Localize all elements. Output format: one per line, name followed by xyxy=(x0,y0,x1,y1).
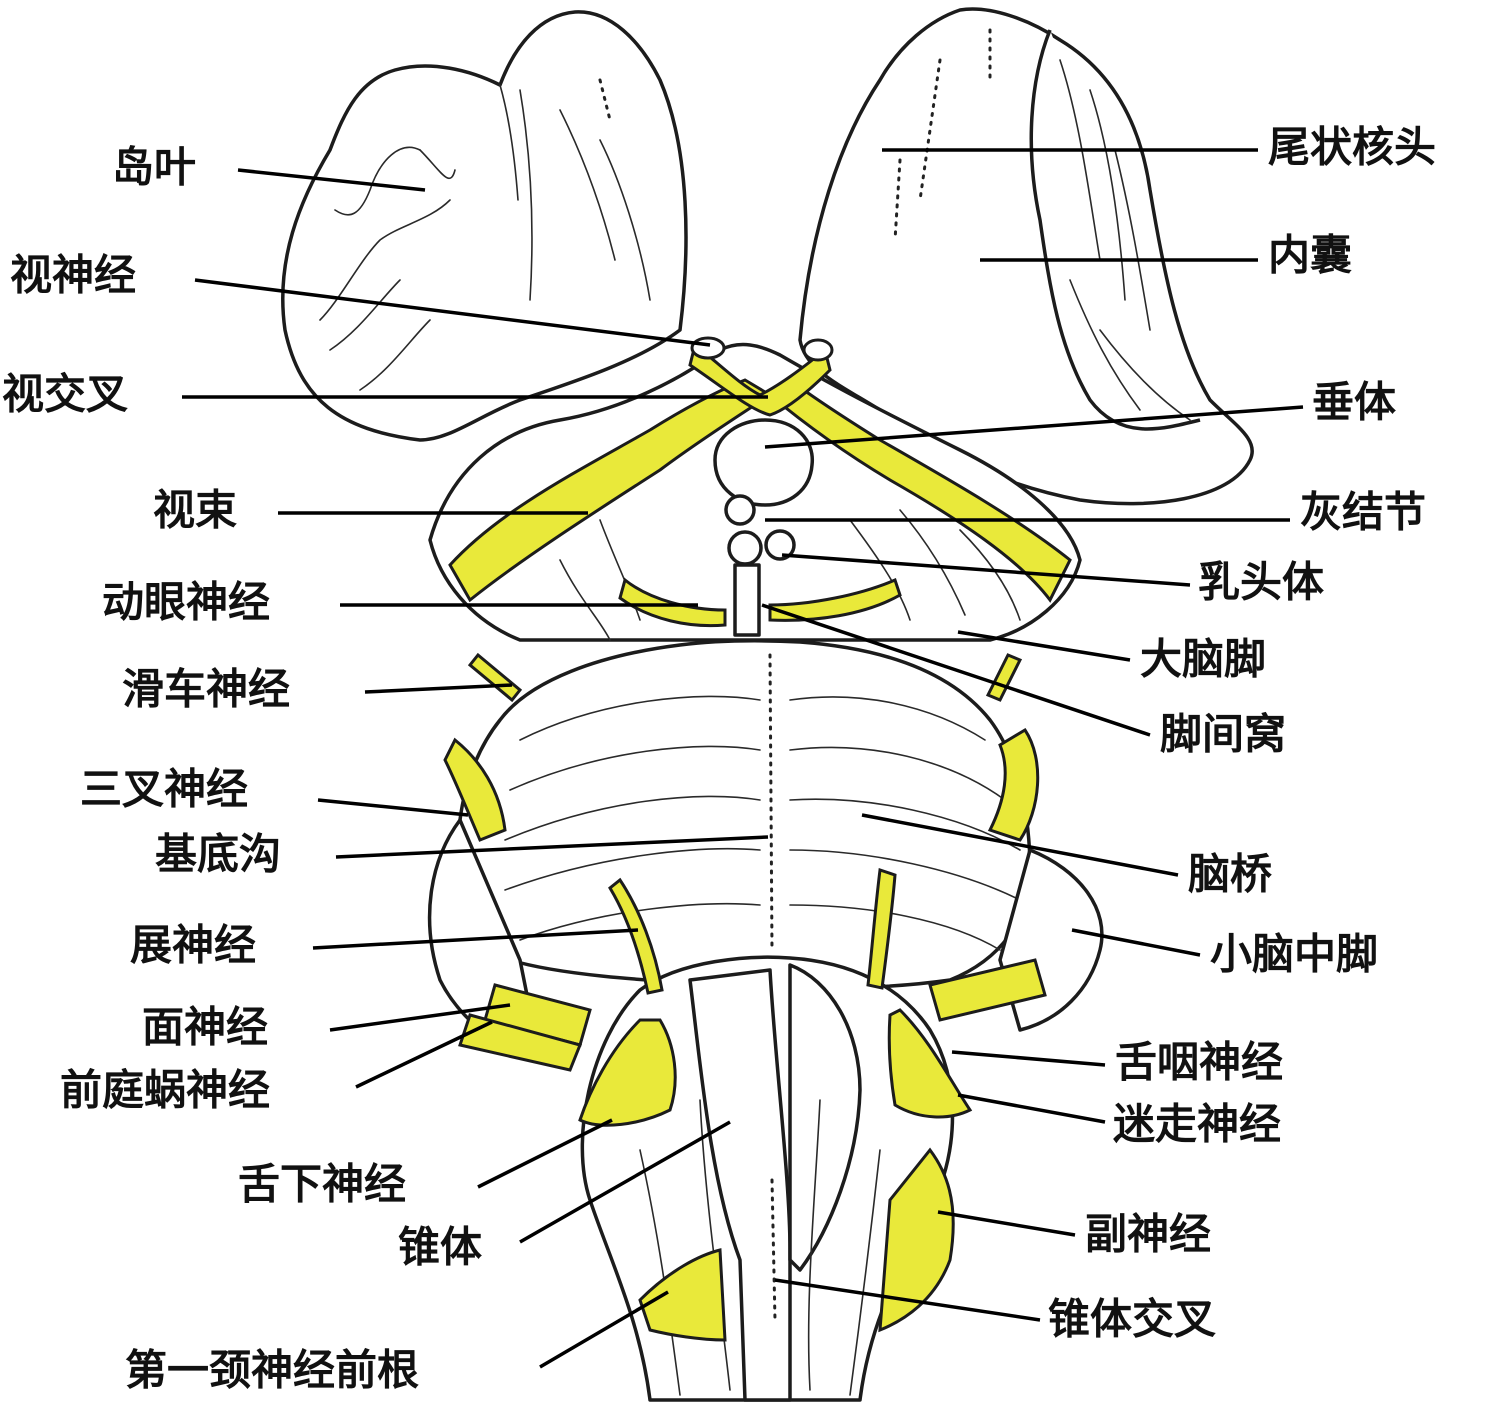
label-cerebral-peduncle: 大脑脚 xyxy=(1140,635,1266,684)
label-optic-nerve: 视神经 xyxy=(10,251,136,300)
label-internal-capsule: 内囊 xyxy=(1268,231,1352,280)
facial-vestibulocochlear-nerves xyxy=(458,958,1047,1072)
leader-pyramid xyxy=(519,1120,731,1244)
leader-basilar-sulcus xyxy=(335,835,769,859)
leader-facial xyxy=(329,1003,511,1032)
labels-left: 岛叶 视神经 视交叉 视束 动眼神经 滑车神经 三叉神经 基底沟 展神经 面神经… xyxy=(2,143,482,1395)
label-glossopharyngeal-nerve: 舌咽神经 xyxy=(1115,1038,1283,1087)
leader-interpeduncular xyxy=(761,603,1151,737)
optic-pathway xyxy=(448,336,1072,603)
label-interpeduncular-fossa: 脚间窝 xyxy=(1160,710,1286,759)
label-insula: 岛叶 xyxy=(112,143,196,192)
label-basilar-sulcus: 基底沟 xyxy=(155,830,281,879)
leader-mammillary xyxy=(781,553,1191,587)
leader-mcp xyxy=(1071,928,1201,957)
leader-vagus xyxy=(957,1093,1106,1124)
abducens-nerves xyxy=(608,867,897,995)
label-hypophysis: 垂体 xyxy=(1312,378,1396,427)
leader-hypophysis xyxy=(764,405,1304,449)
lower-cranial-nerves xyxy=(578,1008,973,1342)
leader-trochlear xyxy=(364,683,513,694)
label-vestibulocochlear-nerve: 前庭蜗神经 xyxy=(60,1066,270,1115)
leader-lines xyxy=(182,148,1304,1369)
label-abducens-nerve: 展神经 xyxy=(130,921,256,970)
label-facial-nerve: 面神经 xyxy=(142,1003,268,1052)
leader-hypoglossal xyxy=(477,1118,613,1189)
oculomotor-nerves xyxy=(618,577,902,628)
label-mammillary-body: 乳头体 xyxy=(1198,558,1324,607)
anatomy-illustration xyxy=(281,7,1254,1402)
leader-optic-nerve xyxy=(194,278,711,347)
label-optic-chiasm: 视交叉 xyxy=(2,370,128,419)
left-hemisphere-section xyxy=(281,10,688,442)
label-caudate-head: 尾状核头 xyxy=(1268,123,1436,172)
leader-cerebral-peduncle xyxy=(957,630,1131,662)
label-pyramid: 锥体 xyxy=(398,1223,482,1272)
label-pons: 脑桥 xyxy=(1188,850,1272,899)
label-pyramidal-decussation: 锥体交叉 xyxy=(1048,1295,1216,1344)
labels-right: 尾状核头 内囊 垂体 灰结节 乳头体 大脑脚 脚间窝 脑桥 小脑中脚 舌咽神经 … xyxy=(1048,123,1436,1344)
label-vagus-nerve: 迷走神经 xyxy=(1113,1100,1281,1149)
label-optic-tract: 视束 xyxy=(153,486,237,535)
leader-first-cervical xyxy=(539,1290,669,1369)
leader-pyramidal-decussation xyxy=(774,1278,1041,1322)
hypothalamic-structures xyxy=(713,418,814,637)
label-accessory-nerve: 副神经 xyxy=(1085,1210,1211,1259)
leader-pons xyxy=(861,813,1179,877)
label-trigeminal-nerve: 三叉神经 xyxy=(80,765,248,814)
leader-trigeminal xyxy=(317,798,469,817)
leader-glossopharyngeal xyxy=(951,1050,1106,1067)
label-trochlear-nerve: 滑车神经 xyxy=(122,665,290,714)
trochlear-trigeminal-nerves xyxy=(443,652,1040,842)
leader-insula xyxy=(237,168,426,192)
leader-accessory xyxy=(937,1210,1076,1237)
label-middle-cerebellar-peduncle: 小脑中脚 xyxy=(1210,930,1378,979)
leader-abducens xyxy=(312,928,639,950)
leader-vestibulocochlear xyxy=(355,1020,493,1089)
label-tuber-cinereum: 灰结节 xyxy=(1300,488,1426,537)
label-oculomotor-nerve: 动眼神经 xyxy=(102,578,270,627)
label-first-cervical-root: 第一颈神经前根 xyxy=(125,1346,419,1395)
label-hypoglossal-nerve: 舌下神经 xyxy=(238,1160,406,1209)
